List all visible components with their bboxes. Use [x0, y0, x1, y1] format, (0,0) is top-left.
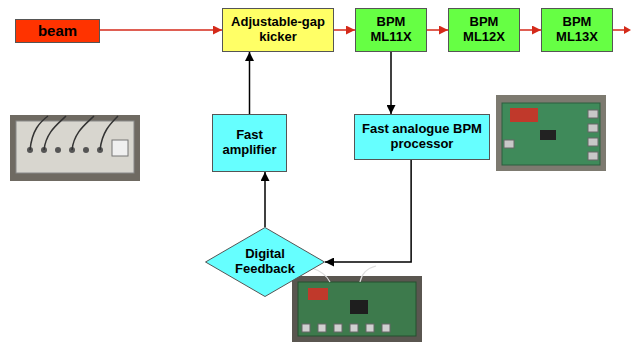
- connector-arrow: [390, 52, 392, 114]
- arrowhead: [624, 26, 631, 34]
- beam-exit-arrow: [612, 26, 631, 34]
- connector-arrow: [427, 29, 448, 31]
- node-label: Fast amplifier: [216, 128, 283, 158]
- processor-photo: [496, 95, 606, 171]
- photo-ground: [292, 276, 422, 342]
- node-label: beam: [38, 22, 77, 39]
- red-module: [308, 288, 328, 300]
- connector-arrow: [100, 29, 222, 31]
- kicker-box: Adjustable-gap kicker: [222, 8, 334, 52]
- cables: [312, 266, 376, 282]
- connector-arrow: [334, 29, 355, 31]
- bpm-box: BPM ML11X: [355, 8, 427, 52]
- node-label: BPM ML12X: [452, 15, 516, 45]
- amplifier-box: Fast amplifier: [212, 114, 287, 172]
- photo-ground: [496, 95, 606, 171]
- photo-ground: [10, 115, 140, 181]
- panel-plate: [112, 140, 128, 156]
- bpm-box: BPM ML13X: [541, 8, 613, 52]
- processor-box: Fast analogue BPM processor: [354, 114, 490, 160]
- beam-line: [612, 29, 624, 31]
- cables: [30, 116, 118, 150]
- node-label: Fast analogue BPM processor: [358, 122, 486, 152]
- decision-diamond: Digital Feedback: [205, 227, 325, 297]
- chip: [540, 130, 556, 140]
- node-label: BPM ML11X: [359, 15, 423, 45]
- circuit-board: [298, 282, 416, 336]
- amplifier-case: [16, 121, 134, 173]
- circuit-board: [502, 103, 600, 165]
- amplifier-photo: [10, 115, 140, 181]
- node-label: Digital Feedback: [229, 247, 301, 277]
- sma-connectors: [504, 110, 598, 160]
- diamond-shape: [206, 228, 325, 297]
- bpm-box: BPM ML12X: [448, 8, 520, 52]
- node-label: Adjustable-gap kicker: [226, 15, 330, 45]
- connector-arrow: [249, 52, 251, 114]
- connector-arrow: [325, 160, 411, 262]
- feedback-board-photo: [292, 266, 422, 342]
- red-module: [510, 108, 538, 122]
- connectors: [27, 147, 103, 153]
- connector-arrow: [520, 29, 541, 31]
- sma-connectors: [302, 324, 390, 332]
- node-label: BPM ML13X: [545, 15, 609, 45]
- chip: [350, 300, 368, 314]
- beam-box: beam: [15, 19, 100, 43]
- connector-arrow: [264, 172, 266, 227]
